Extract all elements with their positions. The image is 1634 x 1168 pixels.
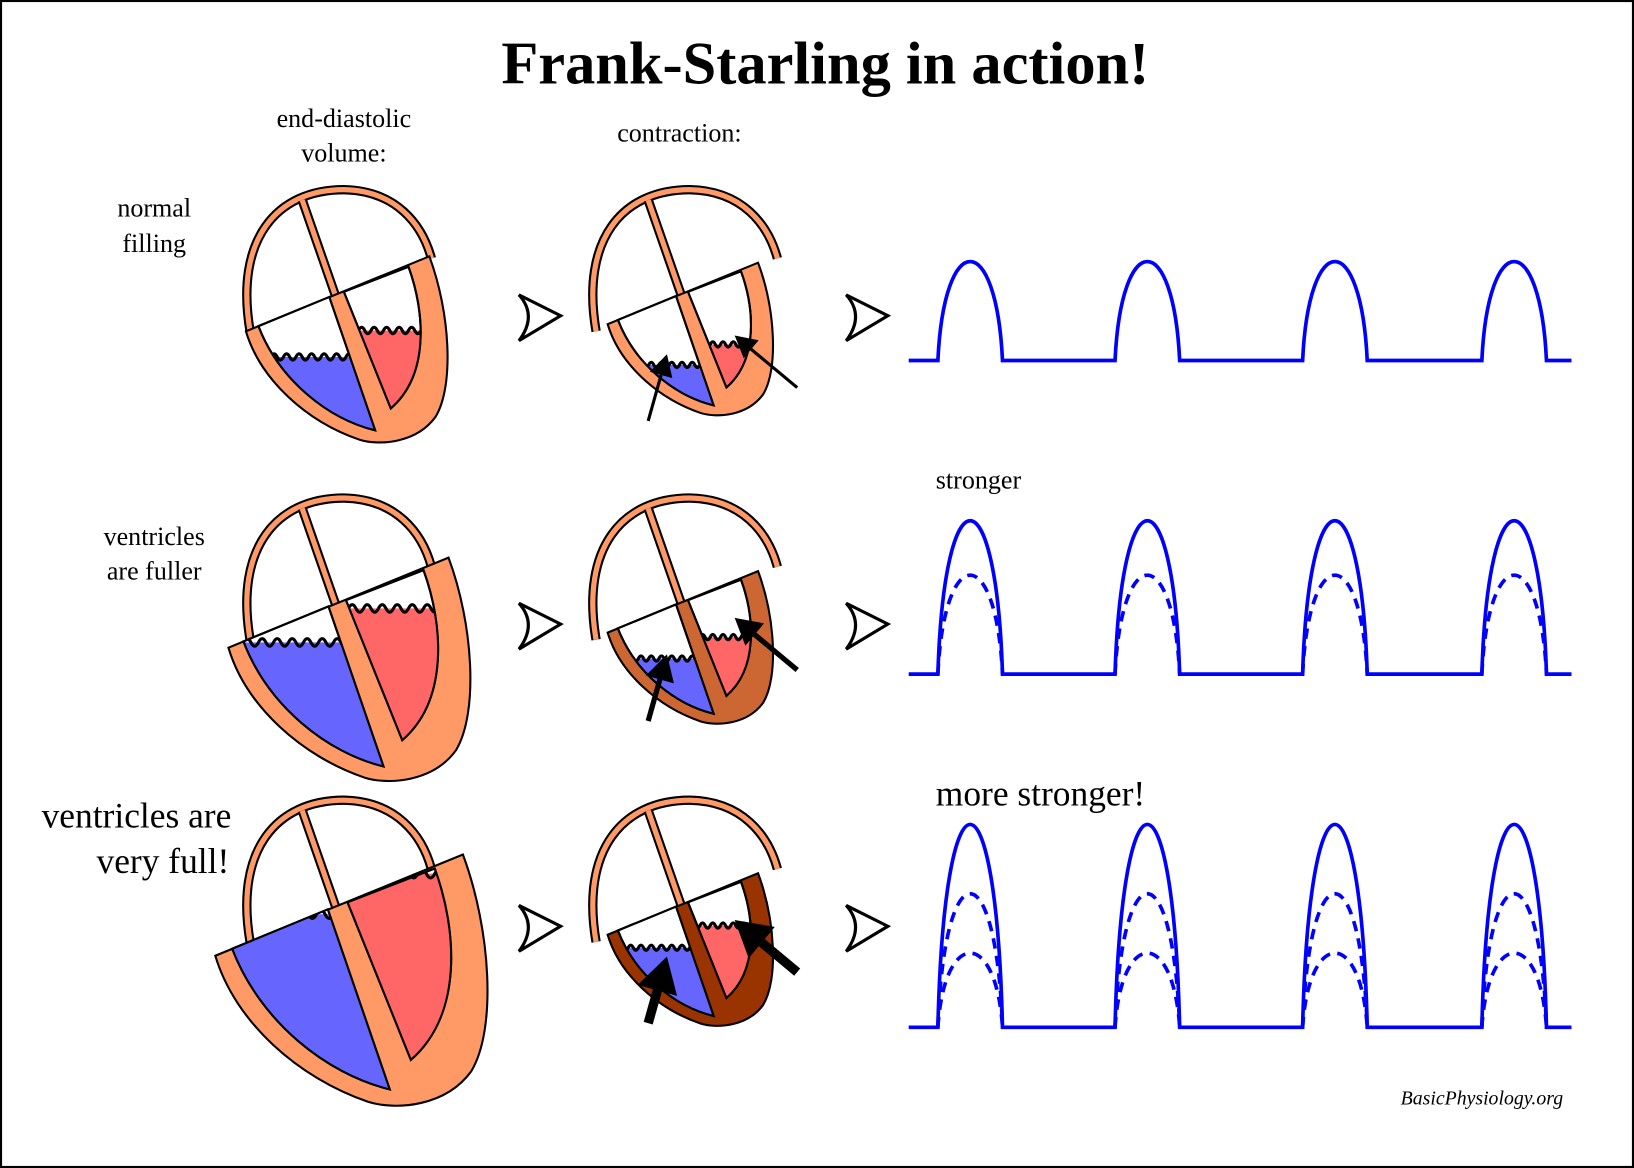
row3-pressure-trace-current xyxy=(908,822,1572,1030)
row2-label-line1: ventricles xyxy=(104,522,205,551)
right-ventricle-outline xyxy=(686,578,752,698)
row1-arrow-to-contraction-icon xyxy=(517,293,564,343)
row2-arrow-to-trace-icon xyxy=(844,601,892,651)
row3-septal-arrow-shaft xyxy=(643,989,662,1025)
left-ventricle-outline xyxy=(230,907,392,1091)
row2-filled-heart xyxy=(227,493,472,783)
right-ventricle-blood-surface xyxy=(345,603,439,614)
row3-label-line1: ventricles are xyxy=(42,795,232,835)
row3-contracted-heart xyxy=(588,795,782,1027)
ventricles xyxy=(244,254,449,444)
atria-wall xyxy=(244,797,434,943)
atrial-septum xyxy=(645,809,684,908)
atrial-septum xyxy=(299,199,339,297)
right-ventricle-outline xyxy=(686,269,752,390)
row2-lateral-arrow-shaft xyxy=(753,632,799,672)
ventricles xyxy=(214,853,489,1107)
row3-lateral-arrow-shaft xyxy=(758,938,801,976)
row3-lateral-arrow-head xyxy=(734,920,775,959)
atrial-septum xyxy=(299,507,339,606)
row3-label-line2: very full! xyxy=(97,841,230,881)
atria-wall xyxy=(590,187,780,332)
row3-filled-heart xyxy=(214,795,489,1107)
row3-arrow-to-trace-icon xyxy=(844,904,892,953)
row1-septal-arrow-shaft xyxy=(646,374,663,422)
atria-wall xyxy=(244,495,434,641)
atria-wall xyxy=(590,797,780,943)
atrial-septum xyxy=(645,507,684,606)
row1-label-line2: filling xyxy=(122,229,186,258)
row1-contracted-heart xyxy=(588,184,782,417)
right-ventricle-outline xyxy=(344,568,440,742)
row2-septal-arrow-head xyxy=(645,654,674,684)
credit: BasicPhysiology.org xyxy=(1401,1087,1564,1109)
ventricles xyxy=(606,871,775,1027)
header-edv-line1: end-diastolic xyxy=(277,104,412,133)
row3-trace-label: more stronger! xyxy=(936,773,1145,813)
row2-trace-label: stronger xyxy=(936,466,1022,495)
left-ventricle-outline xyxy=(616,603,716,716)
drawings xyxy=(214,184,1572,1107)
row3-septal-arrow-head xyxy=(637,956,678,996)
header-contraction: contraction: xyxy=(617,119,741,148)
row1-pressure-trace-current xyxy=(908,259,1572,363)
row2-arrow-to-contraction-icon xyxy=(517,601,564,651)
ventricles xyxy=(227,556,472,783)
row3-pressure-trace-previous-1 xyxy=(936,892,1549,1028)
left-ventricle-outline xyxy=(616,294,716,407)
left-ventricle-outline xyxy=(257,295,377,432)
row1-label-line1: normal xyxy=(117,194,191,223)
row1-filled-heart xyxy=(242,184,449,444)
row2-pressure-trace-previous-1 xyxy=(936,573,1549,675)
row1-arrow-to-trace-icon xyxy=(844,293,892,343)
title: Frank-Starling in action! xyxy=(501,30,1149,97)
atrial-septum xyxy=(645,199,684,297)
row1-lateral-arrow-shaft xyxy=(750,348,799,389)
left-ventricle-outline xyxy=(616,905,716,1018)
atria-wall xyxy=(244,187,434,332)
atrial-septum xyxy=(299,809,339,908)
row2-lateral-arrow-head xyxy=(734,617,765,646)
row2-pressure-trace-current xyxy=(908,519,1572,676)
row3-arrow-to-contraction-icon xyxy=(517,904,564,953)
left-ventricle-outline xyxy=(242,605,386,768)
header-edv-line2: volume: xyxy=(301,139,386,168)
row2-label-line2: are fuller xyxy=(107,556,202,585)
row1-lateral-arrow-head xyxy=(734,335,759,359)
row1-septal-arrow-head xyxy=(649,354,673,379)
ventricles xyxy=(606,261,775,417)
right-ventricle-outline xyxy=(342,265,422,411)
row2-septal-arrow-shaft xyxy=(645,678,663,722)
atria-wall xyxy=(590,495,780,641)
right-ventricle-outline xyxy=(346,867,453,1062)
